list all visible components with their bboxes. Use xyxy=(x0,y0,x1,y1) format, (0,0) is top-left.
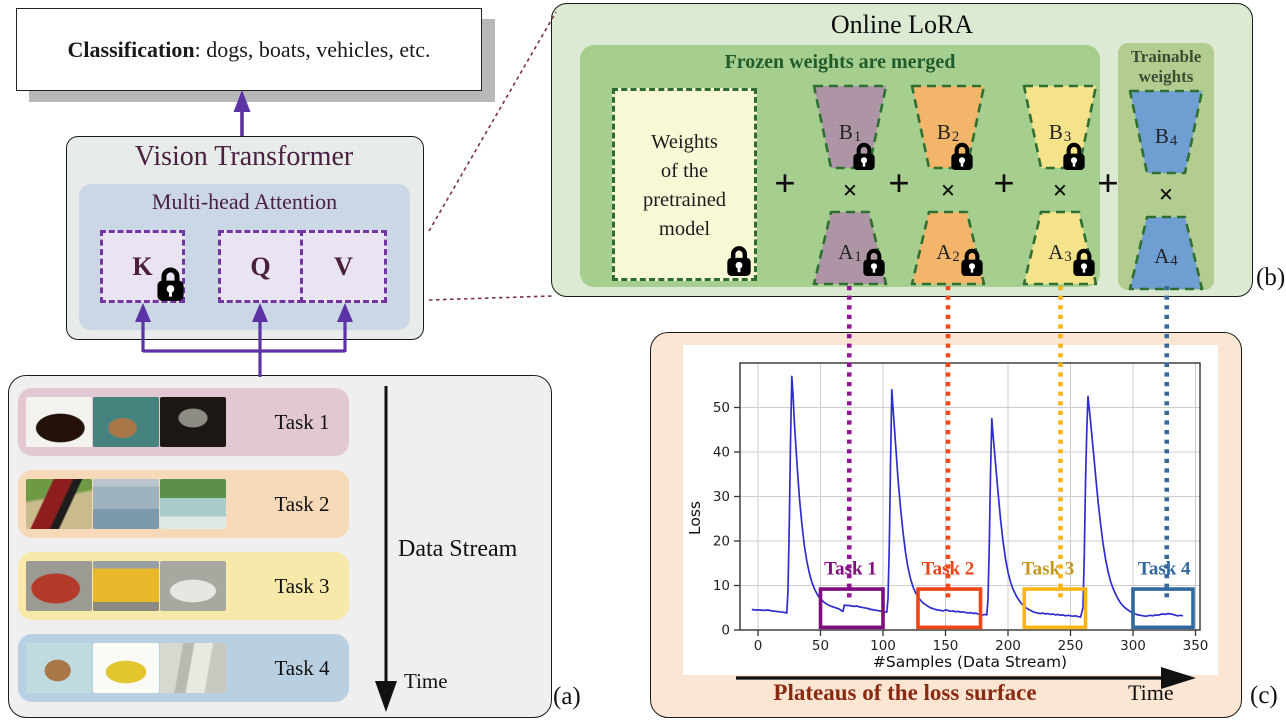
svg-text:Loss: Loss xyxy=(686,501,704,535)
lock-icon xyxy=(156,264,185,302)
b4-label: B4 xyxy=(1154,124,1178,149)
online-lora-title: Online LoRA xyxy=(830,10,974,39)
classification-bold: Classification xyxy=(67,37,195,62)
svg-text:10: 10 xyxy=(713,578,730,594)
task3-label: Task 3 xyxy=(274,574,330,598)
time-label-a: Time xyxy=(404,669,448,693)
task2-row: Task 2 xyxy=(18,470,349,538)
task1-image-brown-white-dog xyxy=(93,397,159,447)
task3-image-fire-truck xyxy=(26,561,92,611)
pretrained-weights-box xyxy=(612,88,757,281)
plus-icon: + xyxy=(888,163,910,205)
task3-image-school-bus xyxy=(93,561,159,611)
task2-image-speedboat xyxy=(160,479,226,529)
vision-transformer-title: Vision Transformer xyxy=(134,141,354,172)
svg-text:40: 40 xyxy=(713,445,730,461)
weights-line: of the xyxy=(660,160,709,182)
frozen-weights-title: Frozen weights are merged xyxy=(724,51,956,73)
lock-icon xyxy=(852,140,876,171)
multiply-icon: × xyxy=(1158,180,1174,209)
loss-chart: 0 50 100 150 200 250 300 350 0 10 20 30 40 50 #Samples… xyxy=(683,345,1218,675)
task3-row: Task 3 xyxy=(18,552,349,620)
lock-icon xyxy=(1062,140,1086,171)
task1-row: Task 1 xyxy=(18,388,349,456)
task1-label: Task 1 xyxy=(274,410,330,434)
svg-text:250: 250 xyxy=(1058,638,1084,654)
time-label-c: Time xyxy=(1128,680,1174,705)
pretrained-weights-text: Weights of the pretrained model xyxy=(612,128,757,244)
plus-icon: + xyxy=(774,163,796,205)
query-matrix-box: Q xyxy=(218,230,303,303)
task4-image-wooden-dog xyxy=(26,643,92,693)
svg-text:50: 50 xyxy=(812,638,829,654)
task1-image-black-dog xyxy=(26,397,92,447)
task4-label: Task 4 xyxy=(274,656,330,680)
svg-text:100: 100 xyxy=(870,638,896,654)
data-stream-label: Data Stream xyxy=(398,536,518,562)
a4-label: A4 xyxy=(1154,244,1178,269)
lock-icon xyxy=(950,140,974,171)
lock-icon xyxy=(862,246,886,277)
panel-c-tag: (c) xyxy=(1250,682,1278,709)
task3-image-pickup xyxy=(160,561,226,611)
svg-text:Task 2: Task 2 xyxy=(922,558,975,579)
trainable-line2: weights xyxy=(1138,67,1194,86)
lock-icon xyxy=(726,243,752,277)
svg-text:30: 30 xyxy=(713,489,730,505)
classification-box: Classification: dogs, boats, vehicles, e… xyxy=(16,8,482,91)
svg-text:Task 3: Task 3 xyxy=(1022,558,1075,579)
svg-text:200: 200 xyxy=(995,638,1021,654)
lock-icon xyxy=(1072,246,1096,277)
svg-text:Task 4: Task 4 xyxy=(1138,558,1191,579)
panel-b-tag: (b) xyxy=(1256,264,1286,291)
multiply-icon: × xyxy=(1052,176,1068,205)
svg-text:150: 150 xyxy=(933,638,959,654)
multiply-icon: × xyxy=(842,176,858,205)
svg-text:300: 300 xyxy=(1120,638,1146,654)
trainable-line1: Trainable xyxy=(1130,47,1202,66)
task4-row: Task 4 xyxy=(18,634,349,702)
classification-rest: : dogs, boats, vehicles, etc. xyxy=(194,37,431,62)
task2-image-sailboat xyxy=(93,479,159,529)
task4-image-canoe-sketch xyxy=(160,643,226,693)
panel-a-tag: (a) xyxy=(553,683,581,710)
svg-text:#Samples (Data Stream): #Samples (Data Stream) xyxy=(873,653,1067,671)
weights-line: Weights xyxy=(651,131,718,153)
svg-text:0: 0 xyxy=(721,623,730,639)
plateaus-caption: Plateaus of the loss surface xyxy=(773,680,1037,705)
task2-label: Task 2 xyxy=(274,492,330,516)
svg-text:350: 350 xyxy=(1183,638,1209,654)
weights-line: model xyxy=(658,218,711,240)
multiply-icon: × xyxy=(940,176,956,205)
plus-icon: + xyxy=(1097,163,1119,205)
plus-icon: + xyxy=(993,163,1015,205)
task4-image-cartoon-car xyxy=(93,643,159,693)
task1-image-gray-dog xyxy=(160,397,226,447)
task2-image-red-canoe xyxy=(26,479,92,529)
classification-arrow xyxy=(233,90,251,136)
trainable-weights-title: Trainable weights xyxy=(1118,47,1214,87)
multi-head-attention-title: Multi-head Attention xyxy=(151,189,338,214)
svg-text:20: 20 xyxy=(713,534,730,550)
lock-icon xyxy=(960,246,984,277)
svg-text:50: 50 xyxy=(713,400,730,416)
value-matrix-box: V xyxy=(300,230,387,303)
weights-line: pretrained xyxy=(642,189,727,211)
svg-text:0: 0 xyxy=(754,638,763,654)
svg-text:Task 1: Task 1 xyxy=(824,558,877,579)
